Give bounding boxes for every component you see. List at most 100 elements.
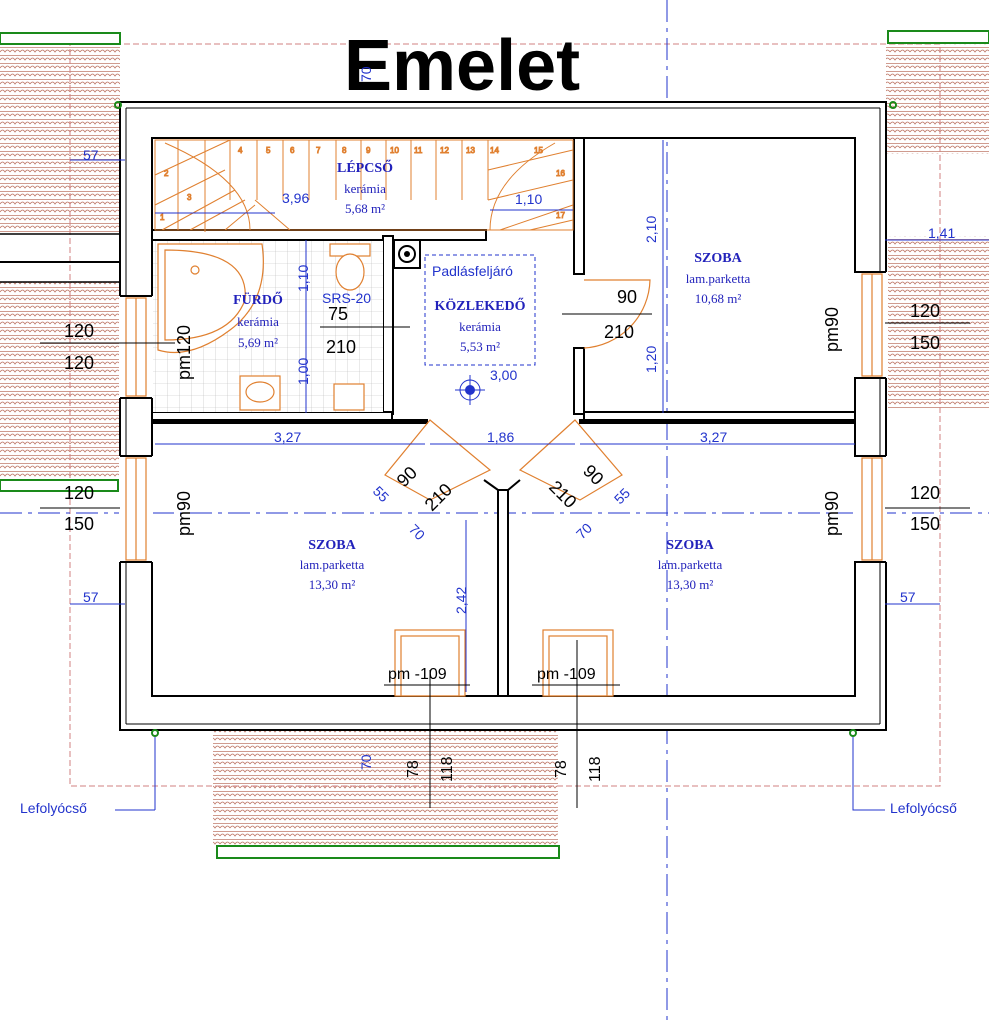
svg-text:3: 3 [187, 193, 192, 202]
dim-text: 70 [406, 521, 428, 543]
doors [384, 279, 651, 501]
dim-text: 2,42 [453, 587, 469, 614]
wall-stair-room [573, 137, 585, 275]
roof-tile-bottom [213, 729, 558, 847]
opening-text: 210 [326, 337, 356, 357]
svg-text:7: 7 [316, 146, 321, 155]
svg-text:12: 12 [440, 146, 449, 155]
svg-text:16: 16 [556, 169, 565, 178]
opening-text: 90 [579, 461, 607, 489]
svg-text:11: 11 [414, 146, 423, 155]
dim-text: 1,10 [515, 191, 542, 207]
bathroom-fixtures [157, 243, 371, 411]
svg-text:17: 17 [556, 211, 565, 220]
svg-text:4: 4 [238, 146, 243, 155]
svg-text:14: 14 [490, 146, 499, 155]
opening-text: pm90 [174, 491, 194, 536]
roof-tile-right-bottom [888, 236, 989, 408]
room-finish: kerámia [237, 314, 279, 329]
room-area: 5,69 m² [238, 335, 278, 350]
opening-text: 90 [393, 463, 421, 491]
dim-text: 1,41 [928, 225, 955, 241]
opening-text: 118 [587, 756, 604, 782]
opening-text: 120 [910, 301, 940, 321]
opening-text: 120 [910, 483, 940, 503]
dim-text: 1,86 [487, 429, 514, 445]
dimension-lines [70, 101, 989, 811]
svg-text:13: 13 [466, 146, 475, 155]
room-finish: lam.parketta [658, 557, 723, 572]
dim-text: 57 [83, 147, 99, 163]
room-labels: LÉPCSŐ kerámia 5,68 m² FÜRDŐ kerámia 5,6… [233, 159, 750, 592]
opening-text: 150 [64, 514, 94, 534]
opening-text: pm90 [822, 491, 842, 536]
svg-text:1: 1 [160, 213, 165, 222]
gutter-left [0, 479, 119, 492]
wall-center [497, 489, 509, 697]
room-area: 5,53 m² [460, 339, 500, 354]
washer-icon [333, 383, 365, 411]
wall-stair-bath [151, 229, 487, 241]
room-name: FÜRDŐ [233, 291, 283, 308]
chimney [393, 239, 421, 269]
gutter-top-right [887, 30, 989, 44]
room-area: 13,30 m² [667, 577, 714, 592]
room-area: 10,68 m² [695, 291, 742, 306]
attic-hatch [424, 254, 536, 366]
dim-text: 1,20 [643, 346, 659, 373]
opening-text: 120 [64, 483, 94, 503]
gutter-top-left [0, 32, 121, 45]
downpipe-label-left: Lefolyócső [20, 800, 87, 816]
opening-text: pm120 [174, 325, 194, 380]
dim-text: 3,00 [490, 367, 517, 383]
opening-text: 150 [910, 333, 940, 353]
svg-text:15: 15 [534, 146, 543, 155]
dim-text: 57 [83, 589, 99, 605]
svg-text:8: 8 [342, 146, 347, 155]
wall-hall-room-low [573, 347, 585, 415]
attic-hatch-label: Padlásfeljáró [432, 263, 513, 279]
opening-text: pm90 [822, 307, 842, 352]
leader-lines [40, 313, 970, 808]
room-name: SZOBA [666, 538, 714, 553]
room-name: SZOBA [694, 251, 742, 266]
opening-text: 78 [553, 760, 570, 778]
chimney-label: SRS-20 [322, 290, 371, 306]
svg-text:9: 9 [366, 146, 371, 155]
dim-text: 70 [358, 66, 374, 82]
roof-tile-left-top [0, 44, 120, 234]
svg-text:2: 2 [164, 169, 169, 178]
room-finish: lam.parketta [300, 557, 365, 572]
svg-text:5: 5 [266, 146, 271, 155]
opening-text: 210 [604, 322, 634, 342]
opening-text: 90 [617, 287, 637, 307]
dim-text: 1,10 [295, 265, 311, 292]
opening-text: 210 [545, 477, 580, 512]
roof-tiles [0, 43, 989, 847]
dim-text: 70 [358, 754, 374, 770]
gutters [0, 30, 989, 859]
opening-text: 118 [439, 756, 456, 782]
svg-text:10: 10 [390, 146, 399, 155]
downpipe-label-right: Lefolyócső [890, 800, 957, 816]
opening-text: 150 [910, 514, 940, 534]
roof-window-right [542, 629, 614, 697]
opening-text: 120 [64, 321, 94, 341]
dim-text: 3,27 [274, 429, 301, 445]
dim-text: 55 [370, 483, 392, 505]
dim-text: 55 [611, 485, 633, 507]
dim-text: 57 [900, 589, 916, 605]
room-finish: kerámia [459, 319, 501, 334]
gutter-bottom [216, 845, 560, 859]
room-finish: kerámia [344, 181, 386, 196]
room-area: 5,68 m² [345, 201, 385, 216]
overhang-outline [69, 43, 941, 787]
opening-text: 75 [328, 304, 348, 324]
room-area: 13,30 m² [309, 577, 356, 592]
opening-text: 78 [405, 760, 422, 778]
svg-text:6: 6 [290, 146, 295, 155]
opening-text: 210 [421, 479, 456, 514]
opening-text: pm -109 [537, 666, 596, 683]
